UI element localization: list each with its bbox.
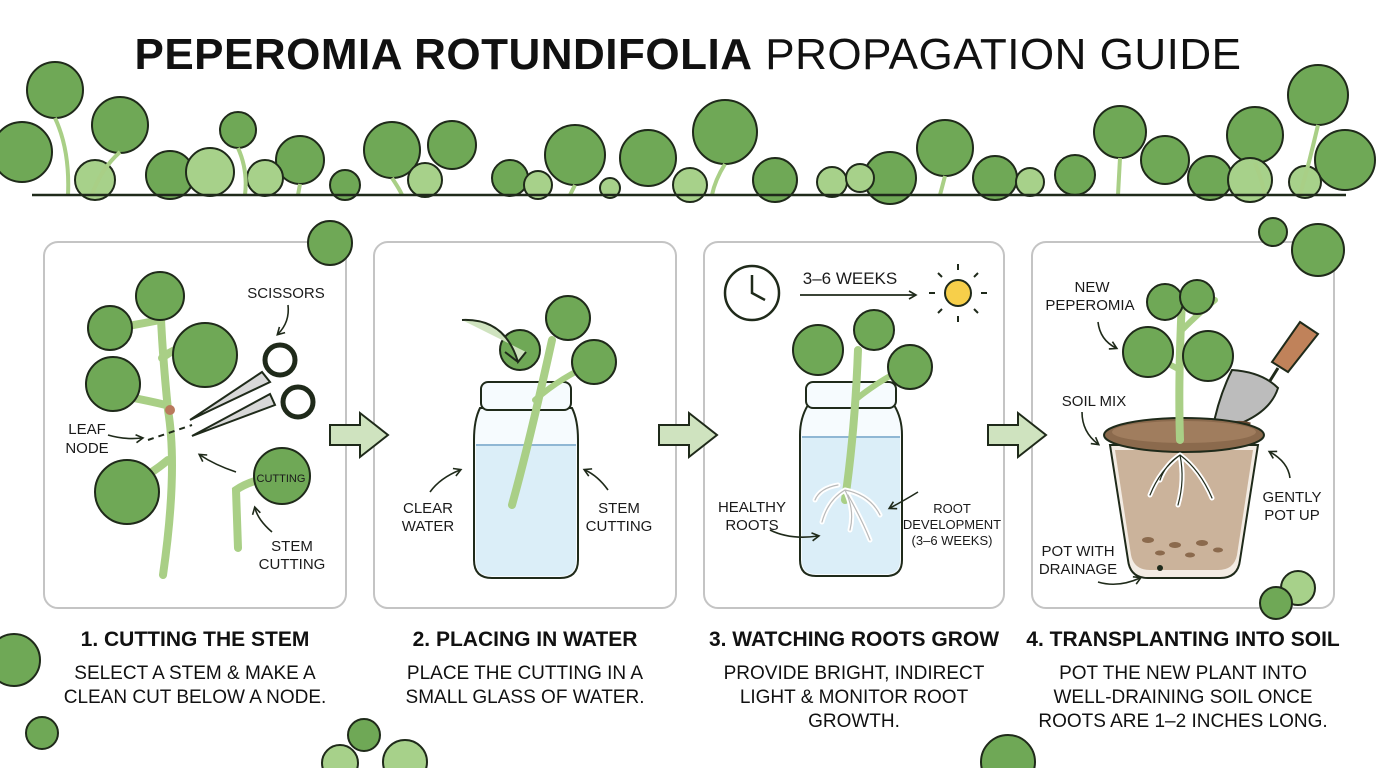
step-3-desc-line-3: GROWTH. — [808, 711, 900, 732]
top-leaf-border — [0, 61, 1376, 205]
step-3-caption: 3. WATCHING ROOTS GROW PROVIDE BRIGHT, I… — [689, 628, 1019, 734]
label-root-dev-1: ROOT — [933, 501, 971, 516]
label-new-peperomia-2: PEPEROMIA — [1045, 297, 1134, 314]
sun-icon — [929, 264, 987, 322]
label-stem-cutting-2: CUTTING — [586, 518, 653, 535]
label-healthy-roots-2: ROOTS — [725, 517, 778, 534]
label-scissors: SCISSORS — [247, 285, 325, 302]
step-1-desc-line-2: CLEAN CUT BELOW A NODE. — [63, 687, 327, 708]
panel-1-art: SCISSORS LEAF NODE CUTTING STEM CUTTING — [65, 271, 326, 579]
label-root-dev-3: (3–6 WEEKS) — [912, 533, 993, 548]
panel-2-art: CLEAR WATER STEM CUTTING — [402, 295, 653, 579]
step-arrow-2 — [658, 410, 719, 460]
step-4-desc-line-1: POT THE NEW PLANT INTO — [1059, 663, 1307, 684]
label-pot-drainage-1: POT WITH — [1041, 543, 1114, 560]
label-root-dev-2: DEVELOPMENT — [903, 517, 1001, 532]
step-4-heading: 4. TRANSPLANTING INTO SOIL — [1026, 628, 1340, 651]
step-3-desc-line-2: LIGHT & MONITOR ROOT — [739, 687, 969, 708]
step-1-heading: 1. CUTTING THE STEM — [80, 628, 310, 651]
step-1-caption: 1. CUTTING THE STEM SELECT A STEM & MAKE… — [30, 628, 360, 710]
step-4-desc-line-2: WELL-DRAINING SOIL ONCE — [1053, 687, 1313, 708]
label-leaf-node-2: NODE — [65, 440, 108, 457]
insert-arrow — [461, 318, 527, 365]
label-weeks: 3–6 WEEKS — [803, 269, 898, 288]
title-light: PROPAGATION GUIDE — [765, 30, 1242, 79]
label-cutting: CUTTING — [257, 473, 306, 485]
label-gently-pot-up-1: GENTLY — [1263, 489, 1322, 506]
step-2-desc-line-1: PLACE THE CUTTING IN A — [406, 663, 644, 684]
step-arrow-3 — [987, 410, 1048, 460]
label-stem-cutting-2: CUTTING — [259, 556, 326, 573]
panel-3-art: 3–6 WEEKS HEALTHY ROOTS ROOT DEVELOPM — [718, 264, 1001, 577]
label-clear-water-2: WATER — [402, 518, 455, 535]
title-bold: PEPEROMIA ROTUNDIFOLIA — [134, 30, 753, 79]
page-title: PEPEROMIA ROTUNDIFOLIA PROPAGATION GUIDE — [0, 30, 1376, 80]
label-healthy-roots-1: HEALTHY — [718, 499, 786, 516]
glass-jar — [473, 381, 579, 579]
trowel-icon — [1210, 320, 1320, 434]
label-new-peperomia-1: NEW — [1075, 279, 1111, 296]
step-2-caption: 2. PLACING IN WATER PLACE THE CUTTING IN… — [360, 628, 690, 710]
step-1-desc-line-1: SELECT A STEM & MAKE A — [74, 663, 316, 684]
step-2-heading: 2. PLACING IN WATER — [412, 628, 638, 651]
panel-4-art: NEW PEPEROMIA SOIL MIX GENTLY POT UP POT… — [1039, 279, 1322, 586]
pot — [1103, 417, 1265, 579]
label-leaf-node-1: LEAF — [68, 421, 106, 438]
label-gently-pot-up-2: POT UP — [1264, 507, 1320, 524]
step-arrow-1 — [329, 410, 390, 460]
clock-icon — [723, 264, 781, 322]
leaf-node-dot — [165, 405, 175, 415]
step-4-desc-line-3: ROOTS ARE 1–2 INCHES LONG. — [1038, 711, 1328, 732]
step-4-caption: 4. TRANSPLANTING INTO SOIL POT THE NEW P… — [1018, 628, 1348, 734]
step-2-desc-line-2: SMALL GLASS OF WATER. — [405, 687, 645, 708]
label-soil-mix: SOIL MIX — [1062, 393, 1126, 410]
label-clear-water-1: CLEAR — [403, 500, 453, 517]
label-stem-cutting-1: STEM — [271, 538, 313, 555]
step-3-desc-line-1: PROVIDE BRIGHT, INDIRECT — [723, 663, 985, 684]
label-pot-drainage-2: DRAINAGE — [1039, 561, 1117, 578]
label-stem-cutting-1: STEM — [598, 500, 640, 517]
step-3-heading: 3. WATCHING ROOTS GROW — [708, 628, 1000, 651]
scissors-icon — [189, 342, 316, 437]
corner-leaves — [0, 217, 1345, 768]
cutting-leaf — [253, 447, 311, 505]
